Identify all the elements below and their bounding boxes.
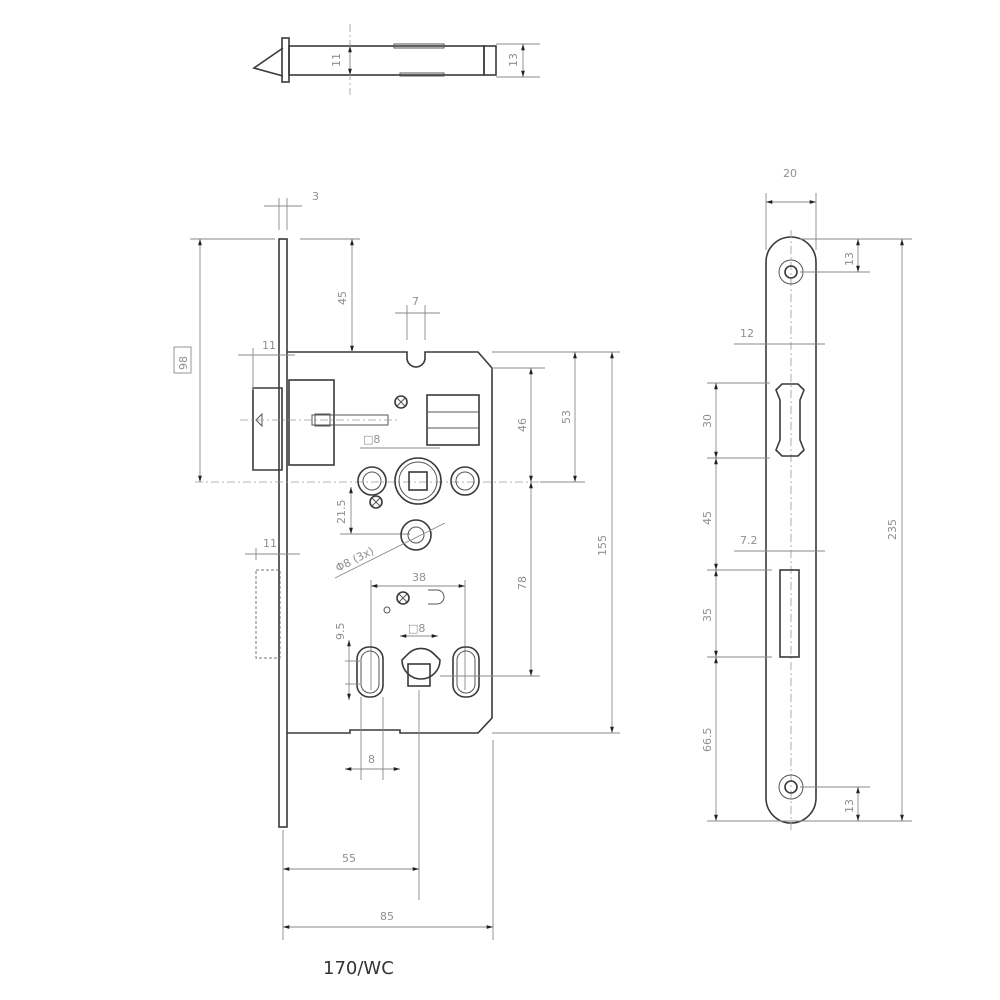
backset-dim: 55: [342, 852, 356, 865]
oval-width-dim: 8: [368, 753, 375, 766]
case-depth-dim: 85: [380, 910, 394, 923]
top-view: 11 13: [252, 24, 540, 95]
oval-height-dim: 9.5: [334, 623, 347, 641]
plate-width-dim: 20: [783, 167, 797, 180]
upper-spindle-dim-a: 46: [516, 418, 529, 432]
model-title: 170/WC: [323, 958, 394, 979]
bolt-to-bottom-dim: 66.5: [701, 728, 714, 753]
side-view: 20 13 12 30 45 7.2 35 66.5 13 235: [701, 167, 912, 830]
bolt-window-height-dim: 35: [701, 608, 714, 622]
spindle-screw-dim: 21.5: [335, 500, 348, 525]
bottom-screw-offset-dim: 13: [843, 799, 856, 813]
plate-length-dim: 235: [886, 519, 899, 540]
cylinder-spindle-dim: 78: [516, 576, 529, 590]
bolt-square-dim: □8: [408, 622, 425, 635]
hole-diameter-dim: Φ8 (3x): [333, 544, 376, 574]
gap-dim: 45: [701, 511, 714, 525]
top-to-case-dim: 45: [336, 291, 349, 305]
latch-offset-boxed-dim: 98: [177, 356, 190, 370]
latch-window-width-dim: 12: [740, 327, 754, 340]
spindle-square-dim: □8: [363, 433, 380, 446]
faceplate-thickness-dim: 3: [312, 190, 319, 203]
top-screw-offset-dim: 13: [843, 252, 856, 266]
top-outer-height-dim: 13: [507, 53, 520, 67]
upper-spindle-dim-b: 53: [560, 410, 573, 424]
oval-spacing-dim: 38: [412, 571, 426, 584]
latch-window-height-dim: 30: [701, 414, 714, 428]
slot-width-dim: 7: [412, 295, 419, 308]
bolt-window-width-dim: 7.2: [740, 534, 758, 547]
latch-projection-dim: 11: [262, 339, 276, 352]
case-height-dim: 155: [596, 535, 609, 556]
front-view: □8 21.5 Φ8 (3x) 38 □8: [173, 190, 620, 940]
deadbolt-projection-dim: 11: [263, 537, 277, 550]
top-inner-height-dim: 11: [330, 53, 343, 67]
